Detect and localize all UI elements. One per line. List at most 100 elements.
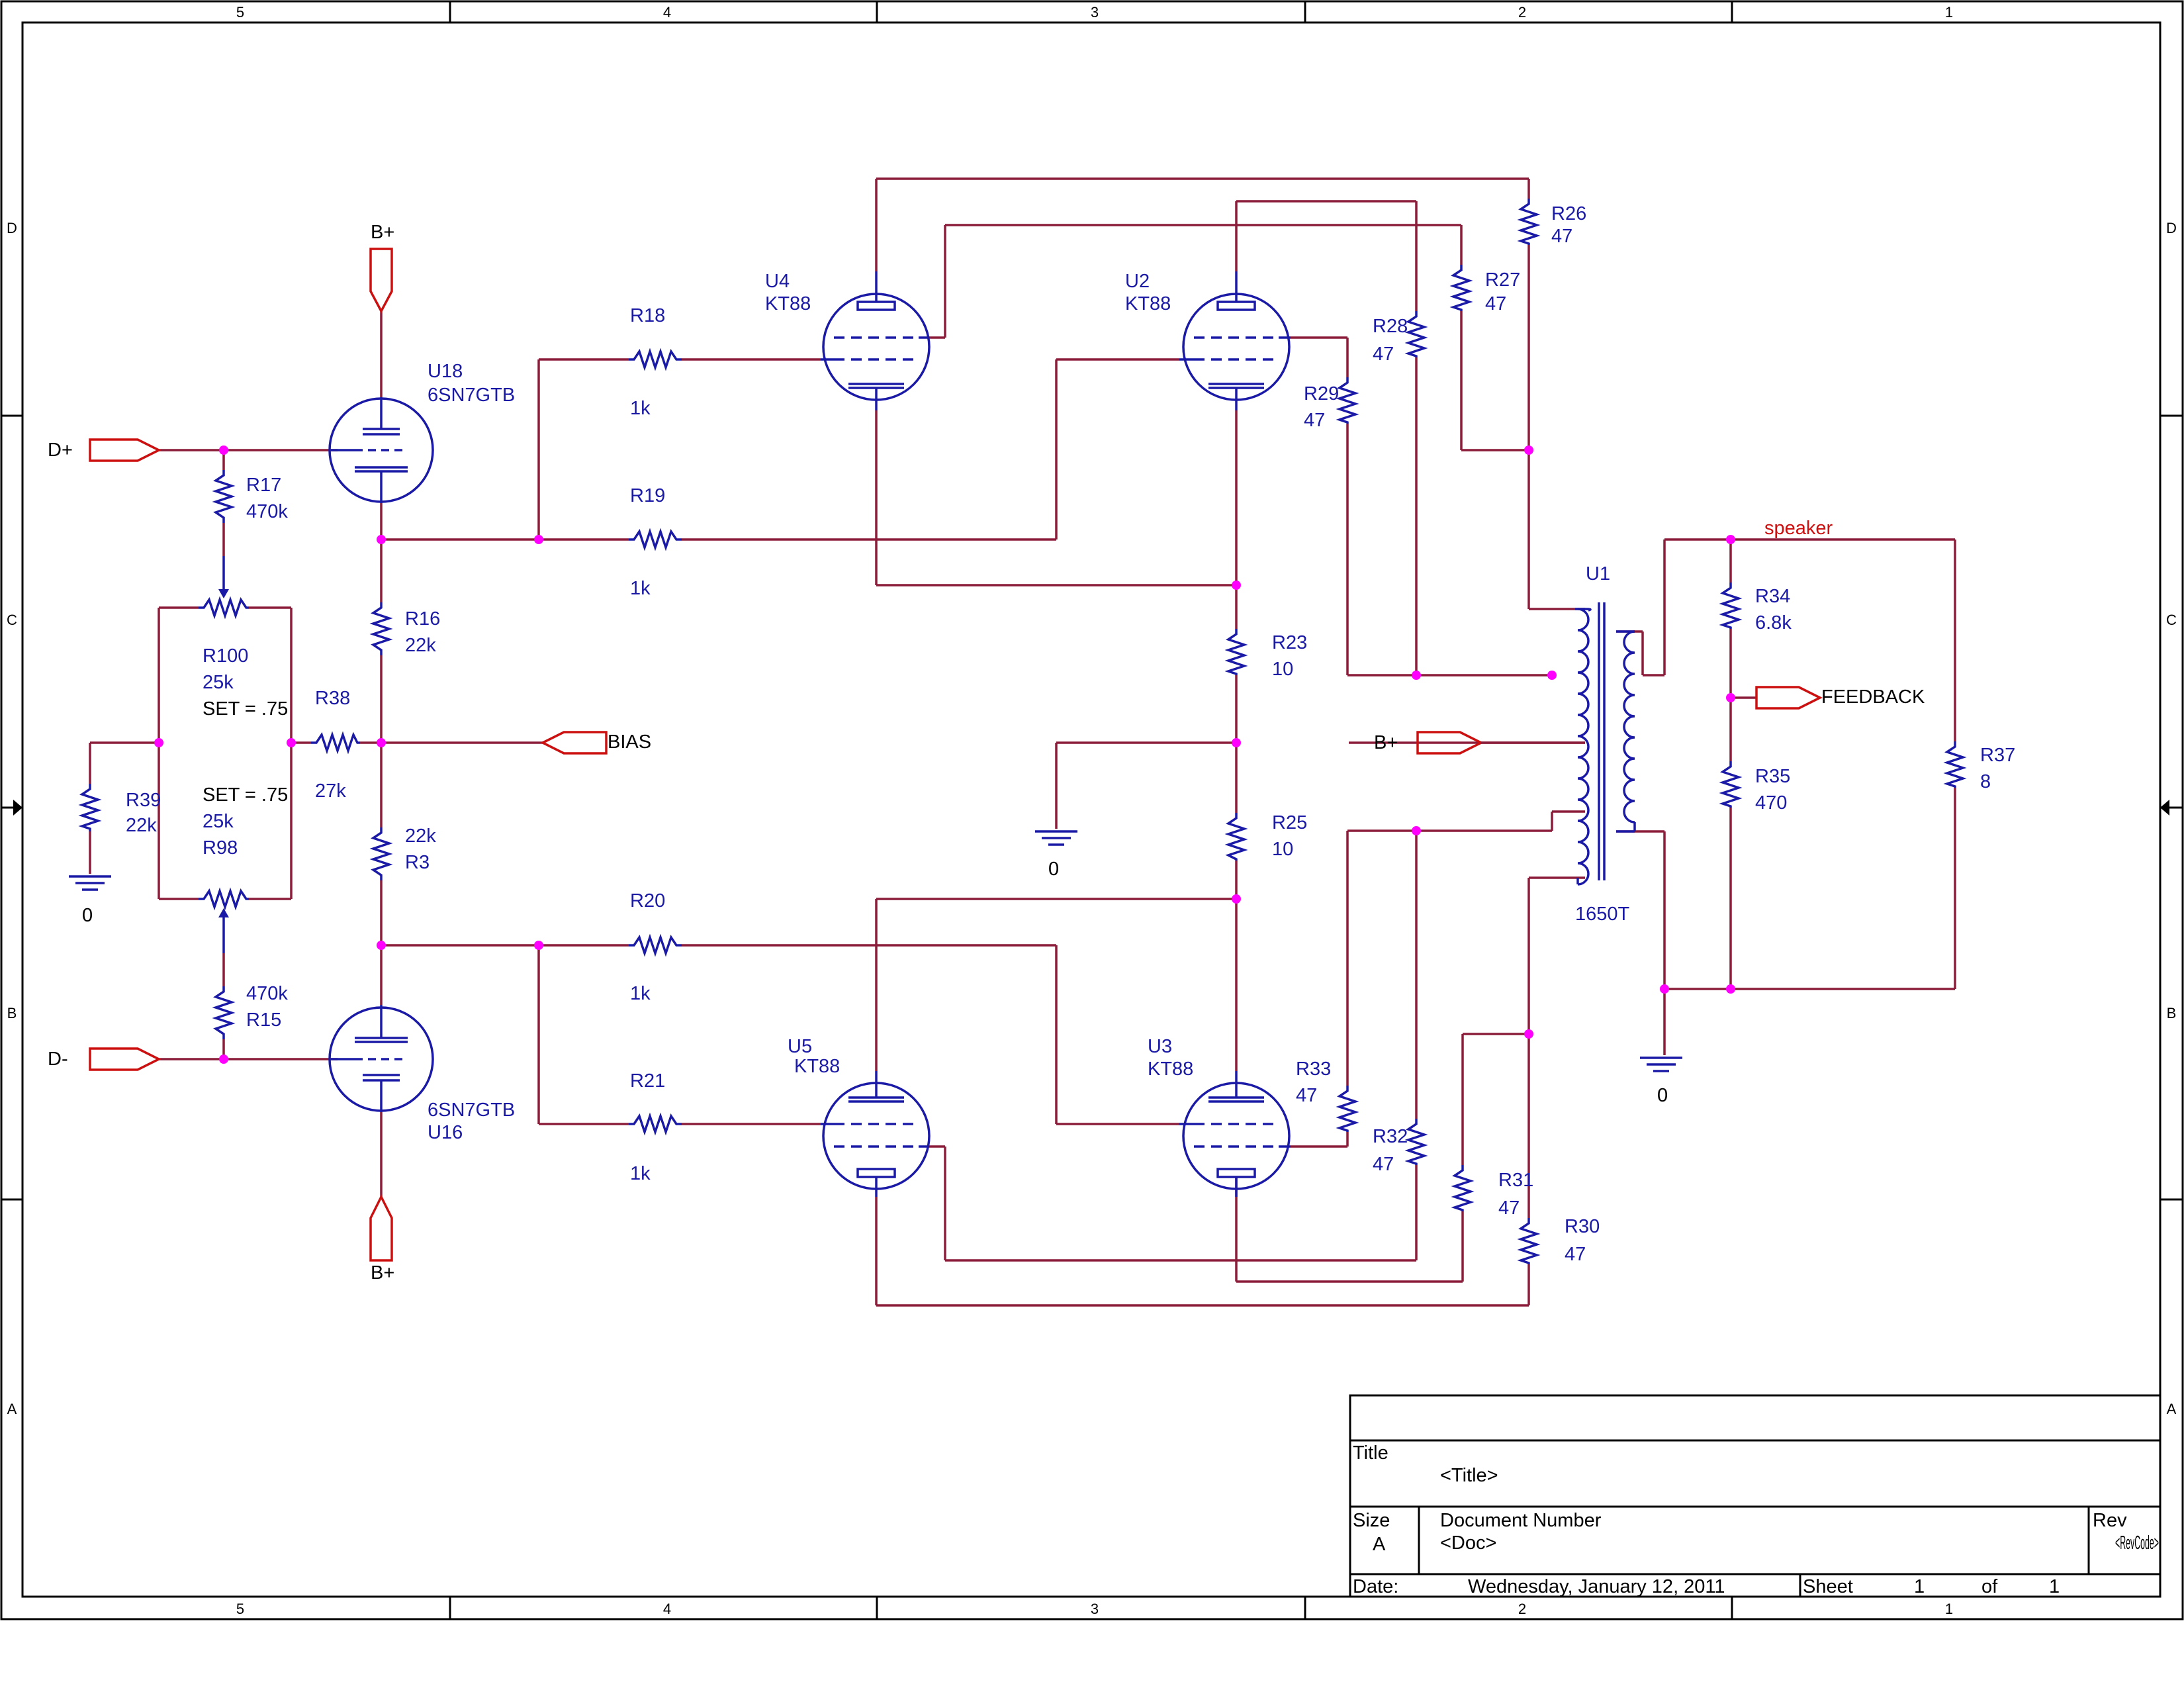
tube-part: KT88 <box>794 1056 840 1077</box>
sheet-label: Sheet <box>1803 1576 1853 1597</box>
title-label: Title <box>1353 1442 1388 1464</box>
tube-u18: U18 6SN7GTB <box>328 361 515 503</box>
resistor-value: 47 <box>1304 410 1325 431</box>
resistor-ref: R26 <box>1551 203 1586 224</box>
resistor-ref: R98 <box>203 837 238 859</box>
port-bias-label: BIAS <box>608 731 651 753</box>
ground-symbol: 0 <box>1640 1056 1682 1106</box>
zone-col-5: 5 <box>236 4 244 21</box>
resistor-ref: R37 <box>1980 745 2015 766</box>
resistor-value: 8 <box>1980 771 1991 792</box>
zone-row-d-right: D <box>2166 220 2177 236</box>
resistor-value: 47 <box>1296 1085 1317 1106</box>
resistor-value: 470k <box>246 501 288 522</box>
zone-row-d: D <box>7 220 17 236</box>
resistor-setting: SET = .75 <box>203 698 288 720</box>
zone-col-2-bottom: 2 <box>1518 1601 1526 1617</box>
tube-part: KT88 <box>1148 1058 1193 1080</box>
resistor-value: 1k <box>630 578 651 599</box>
resistor-ref: R15 <box>246 1009 281 1031</box>
sheet-of-label: of <box>1981 1576 1998 1597</box>
resistor-ref: R31 <box>1498 1170 1533 1191</box>
resistor-ref: R21 <box>630 1070 665 1092</box>
junctions <box>154 445 1735 1064</box>
resistor-ref: R39 <box>126 790 161 811</box>
resistor-r16: R16 22k <box>369 602 440 656</box>
tube-u2: U2 KT88 <box>1125 271 1291 410</box>
title-block: Title <Title> Size A Document Number <Do… <box>1349 1394 2161 1598</box>
tube-ref: U2 <box>1125 271 1150 292</box>
port-feedback-label: FEEDBACK <box>1821 686 1925 708</box>
ground-label: 0 <box>1048 859 1059 880</box>
resistor-ref: R30 <box>1565 1216 1600 1237</box>
tube-part: 6SN7GTB <box>428 1100 515 1121</box>
zone-row-c-right: C <box>2166 612 2177 628</box>
resistor-ref: R100 <box>203 645 248 667</box>
rev-label: Rev <box>2093 1510 2127 1531</box>
date-value: Wednesday, January 12, 2011 <box>1468 1576 1725 1597</box>
resistor-r18: R18 1k <box>629 305 682 419</box>
resistor-value: 22k <box>405 825 436 847</box>
resistor-ref: R23 <box>1272 632 1307 653</box>
zone-col-3-bottom: 3 <box>1091 1601 1099 1617</box>
port-d-minus-label: D- <box>48 1049 68 1070</box>
resistor-setting: SET = .75 <box>203 784 288 806</box>
tube-u5: U5 KT88 <box>788 1036 931 1197</box>
resistor-value: 25k <box>203 811 234 832</box>
resistor-r25: R25 10 <box>1224 812 1307 861</box>
resistor-r27: R27 47 <box>1449 265 1520 314</box>
resistor-value: 25k <box>203 672 234 693</box>
resistor-ref: R28 <box>1373 316 1408 337</box>
doc-number-label: Document Number <box>1440 1510 1602 1531</box>
port-bplus-bottom: B+ <box>369 1194 394 1284</box>
zone-col-2: 2 <box>1518 4 1526 21</box>
resistor-ref: R29 <box>1304 383 1339 404</box>
resistor-r35: R35 470 <box>1719 761 1790 814</box>
ground-label: 0 <box>1657 1085 1668 1106</box>
tube-part: KT88 <box>765 293 811 314</box>
sheet-number: 1 <box>1914 1576 1925 1597</box>
zone-row-a: A <box>7 1401 17 1417</box>
resistor-value: 10 <box>1272 839 1293 860</box>
tube-ref: U18 <box>428 361 463 382</box>
resistor-value: 47 <box>1485 293 1506 314</box>
resistor-value: 22k <box>405 635 436 656</box>
size-value: A <box>1373 1534 1386 1555</box>
zone-labels: 5 4 3 2 1 5 4 3 2 1 D C B A D C B A <box>7 4 2177 1617</box>
resistor-value: 47 <box>1551 226 1572 247</box>
resistor-value: 27k <box>315 780 346 802</box>
resistor-value: 1k <box>630 983 651 1004</box>
resistor-value: 1k <box>630 1163 651 1184</box>
ground-label: 0 <box>82 905 93 926</box>
port-bplus-top-label: B+ <box>371 222 394 243</box>
speaker-net-label: speaker <box>1764 518 1833 539</box>
resistor-ref: R16 <box>405 608 440 630</box>
transformer-part: 1650T <box>1575 904 1630 925</box>
zone-row-c: C <box>7 612 17 628</box>
resistor-value: 10 <box>1272 659 1293 680</box>
zone-row-a-right: A <box>2167 1401 2177 1417</box>
resistor-r21: R21 1k <box>629 1070 682 1184</box>
resistor-r3: 22k R3 <box>369 825 436 880</box>
resistor-value: 22k <box>126 815 157 836</box>
resistor-value: 47 <box>1498 1197 1520 1219</box>
resistor-r31: R31 47 <box>1451 1165 1533 1219</box>
tube-u16: 6SN7GTB U16 <box>328 1005 515 1143</box>
tube-part: 6SN7GTB <box>428 385 515 406</box>
wires <box>89 177 1956 1307</box>
zone-col-1: 1 <box>1945 4 1953 21</box>
resistor-ref: R3 <box>405 852 430 873</box>
sheet-frame <box>0 0 2184 1620</box>
resistor-value: 47 <box>1565 1244 1586 1265</box>
zone-col-4: 4 <box>663 4 671 21</box>
tube-ref: U4 <box>765 271 790 292</box>
tube-u3: U3 KT88 <box>1148 1036 1291 1197</box>
port-d-plus: D+ <box>48 438 161 462</box>
potentiometer-r98: SET = .75 25k R98 <box>199 784 288 953</box>
size-label: Size <box>1353 1510 1390 1531</box>
resistor-value: 1k <box>630 398 651 419</box>
ground-symbol: 0 <box>1035 830 1077 880</box>
rev-value: <RevCode> <box>2115 1532 2159 1554</box>
potentiometer-r100: R100 25k SET = .75 <box>199 556 288 720</box>
